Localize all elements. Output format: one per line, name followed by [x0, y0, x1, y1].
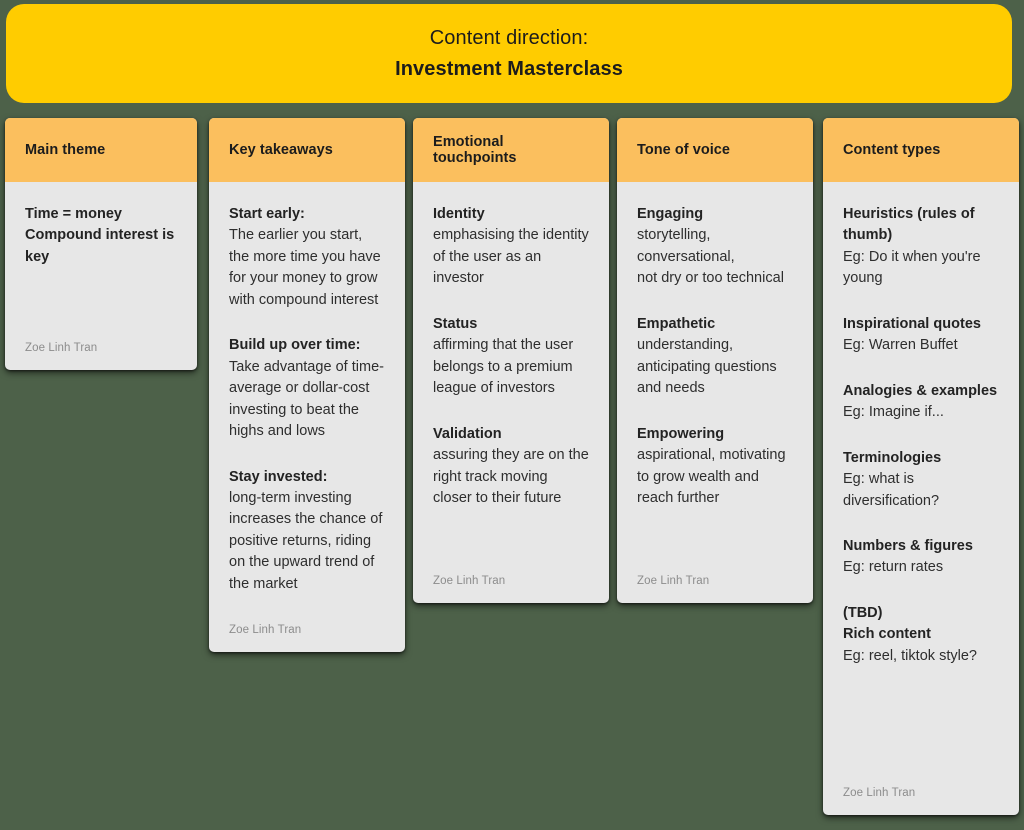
content-block-title: Inspirational quotes: [843, 315, 981, 332]
column-header: Emotional touchpoints: [413, 118, 609, 182]
content-block[interactable]: Heuristics (rules of thumb) Eg: Do it whe…: [843, 204, 999, 290]
column-header: Tone of voice: [617, 118, 813, 182]
column-body: Identity emphasising the identity of the …: [413, 182, 609, 575]
content-block-text: Take advantage of time-average or dollar…: [229, 358, 384, 440]
content-block-title: (TBD) Rich content: [843, 604, 931, 643]
column-header: Main theme: [5, 118, 197, 182]
card-author-label: Zoe Linh Tran: [229, 624, 302, 636]
content-block-text: The earlier you start, the more time you…: [229, 227, 381, 308]
content-block-text: storytelling, conversational, not dry or…: [637, 227, 784, 287]
content-block-title: Heuristics (rules of thumb): [843, 206, 975, 244]
column-header-title: Emotional touchpoints: [433, 134, 517, 166]
card-author-label: Zoe Linh Tran: [843, 787, 916, 799]
content-block-text: affirming that the user belongs to a pre…: [433, 337, 574, 397]
column-header: Key takeaways: [209, 118, 405, 182]
column-header-title: Tone of voice: [637, 142, 731, 158]
banner-title: Investment Masterclass: [395, 58, 623, 80]
content-block-title: Terminologies: [843, 449, 942, 466]
content-block-title: Identity: [433, 206, 485, 222]
column-header-title: Content types: [843, 142, 941, 158]
content-block-title: Engaging: [637, 206, 704, 222]
column-header-title: Main theme: [25, 142, 106, 158]
content-block-title: Stay invested:: [229, 468, 328, 485]
column-body: Heuristics (rules of thumb) Eg: Do it whe…: [823, 182, 1019, 787]
column-body: Engaging storytelling, conversational, no…: [617, 182, 813, 575]
content-block-title: Numbers & figures: [843, 537, 973, 554]
content-block-title: Build up over time:: [229, 337, 361, 354]
content-block-text: Eg: what is diversification?: [843, 471, 940, 509]
content-block-text: Eg: Warren Buffet: [843, 337, 958, 354]
content-block[interactable]: Status affirming that the user belongs to…: [433, 314, 589, 400]
content-block-text: long-term investing increases the chance…: [229, 489, 383, 592]
content-block-title: Start early:: [229, 206, 305, 222]
content-block[interactable]: Validation assuring they are on the right…: [433, 424, 589, 510]
card-author-label: Zoe Linh Tran: [25, 342, 98, 354]
content-block-text: Eg: Do it when you're young: [843, 248, 981, 287]
content-block[interactable]: Identity emphasising the identity of the …: [433, 204, 589, 290]
content-block-text: Eg: Imagine if...: [843, 404, 944, 421]
content-block-title: Status: [433, 315, 478, 332]
content-block[interactable]: Empathetic understanding, anticipating qu…: [637, 314, 793, 400]
content-block[interactable]: Engaging storytelling, conversational, no…: [637, 204, 793, 290]
content-block-text: aspirational, motivating to grow wealth …: [637, 447, 786, 506]
content-block[interactable]: Time = money Compound interest is key: [25, 204, 177, 268]
column-body: Start early: The earlier you start, the m…: [209, 182, 405, 624]
content-block-title: Validation: [433, 425, 502, 442]
content-block-text: understanding, anticipating questions an…: [637, 337, 777, 397]
content-direction-banner: Content direction: Investment Masterclas…: [6, 4, 1012, 103]
card-author-label: Zoe Linh Tran: [637, 575, 710, 587]
content-block-title: Empowering: [637, 425, 725, 442]
content-block-text: Eg: return rates: [843, 559, 944, 576]
content-block-text: assuring they are on the right track mov…: [433, 447, 589, 506]
content-block-title: Empathetic: [637, 315, 716, 332]
content-block[interactable]: Empowering aspirational, motivating to gr…: [637, 424, 793, 510]
column-header: Content types: [823, 118, 1019, 182]
content-block[interactable]: Stay invested: long-term investing increa…: [229, 467, 385, 596]
content-block[interactable]: Start early: The earlier you start, the m…: [229, 204, 385, 311]
content-block-text: Eg: reel, tiktok style?: [843, 647, 978, 664]
banner-eyebrow: Content direction:: [429, 27, 589, 49]
content-block-title: Time = money Compound interest is key: [25, 206, 175, 265]
content-block[interactable]: Build up over time: Take advantage of tim…: [229, 335, 385, 442]
card-author-label: Zoe Linh Tran: [433, 575, 506, 587]
column-body: Time = money Compound interest is key: [5, 182, 197, 342]
content-block-title: Analogies & examples: [843, 382, 998, 399]
column-header-title: Key takeaways: [229, 142, 333, 158]
content-block-text: emphasising the identity of the user as …: [433, 227, 589, 287]
